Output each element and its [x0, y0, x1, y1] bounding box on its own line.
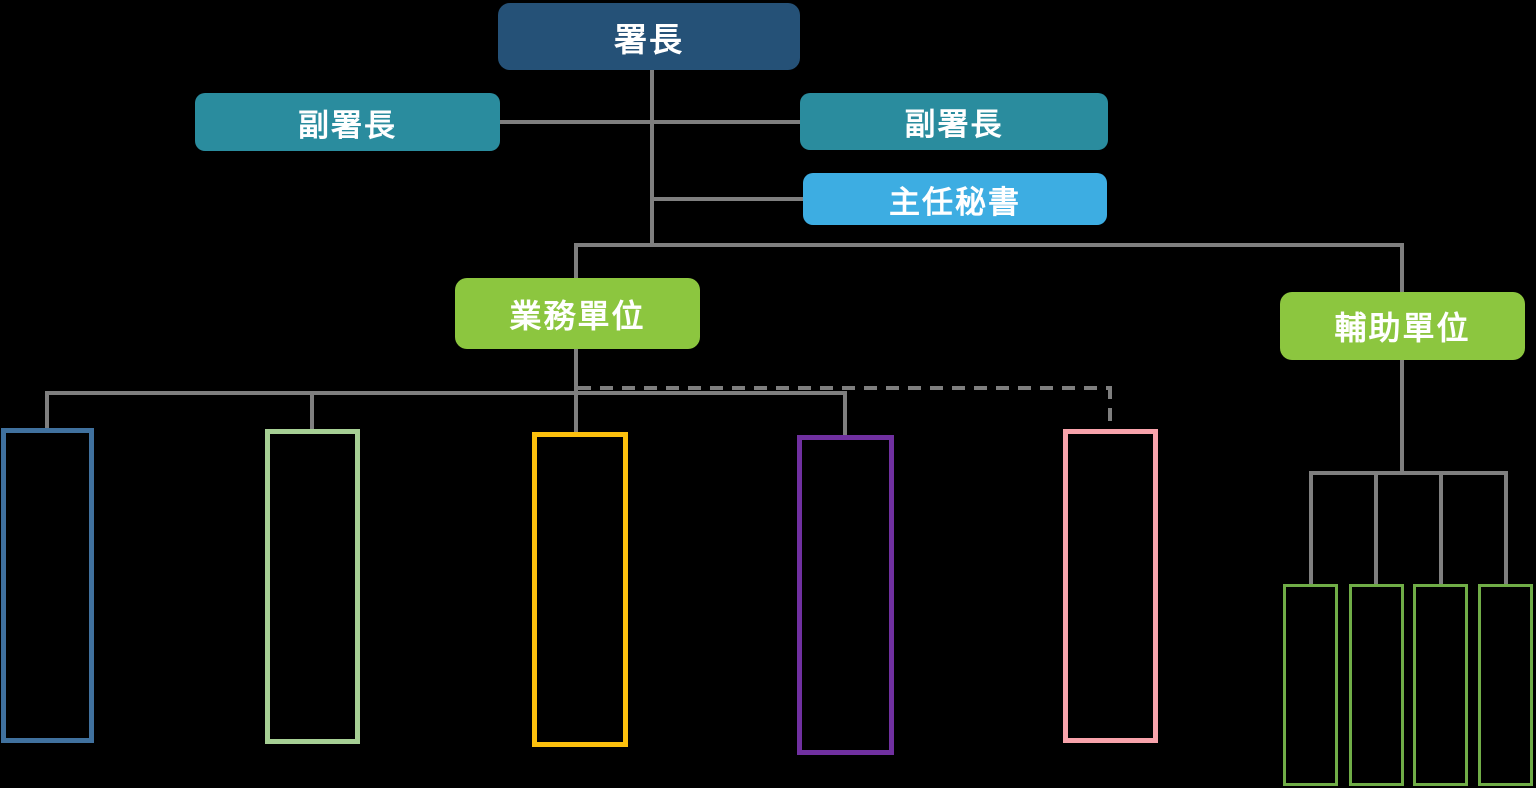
- business-sub-unit-box-2: [265, 429, 360, 744]
- business-sub-unit-box-3: [532, 432, 628, 747]
- support-sub-unit-box-1: [1283, 584, 1338, 786]
- connector-units: [574, 243, 1404, 247]
- support-sub-unit-box-4: [1478, 584, 1533, 786]
- connector-drop-support3: [1439, 471, 1443, 585]
- connector-business-children: [45, 391, 845, 395]
- node-chief-secretary: 主任秘書: [803, 173, 1107, 225]
- connector-support-children: [1309, 471, 1508, 475]
- node-deputy-director-left: 副署長: [195, 93, 500, 151]
- connector-drop-unit2: [310, 391, 314, 429]
- connector-dashed-drop-unit5: [1108, 386, 1112, 429]
- node-business-units: 業務單位: [455, 278, 700, 349]
- business-sub-unit-box-4: [797, 435, 894, 755]
- node-support-units: 輔助單位: [1280, 292, 1525, 360]
- connector-chief-secretary: [652, 197, 803, 201]
- connector-business-unit-stem: [574, 349, 578, 432]
- support-sub-unit-box-3: [1413, 584, 1468, 786]
- connector-drop-support1: [1309, 471, 1313, 585]
- node-deputy-director-right: 副署長: [800, 93, 1108, 150]
- connector-drop-support4: [1504, 471, 1508, 585]
- support-sub-unit-box-2: [1349, 584, 1404, 786]
- connector-deputies: [500, 120, 800, 124]
- connector-support-unit-top: [1400, 243, 1404, 292]
- connector-dashed-horizontal: [578, 386, 1110, 390]
- business-sub-unit-box-5: [1063, 429, 1158, 743]
- connector-director-stem: [650, 70, 654, 245]
- connector-support-unit-stem: [1400, 360, 1404, 473]
- business-sub-unit-box-1: [1, 428, 94, 743]
- connector-drop-unit1: [45, 391, 49, 428]
- connector-drop-unit4: [843, 391, 847, 435]
- connector-drop-support2: [1374, 471, 1378, 585]
- node-director-general: 署長: [498, 3, 800, 70]
- connector-business-unit-top: [574, 243, 578, 278]
